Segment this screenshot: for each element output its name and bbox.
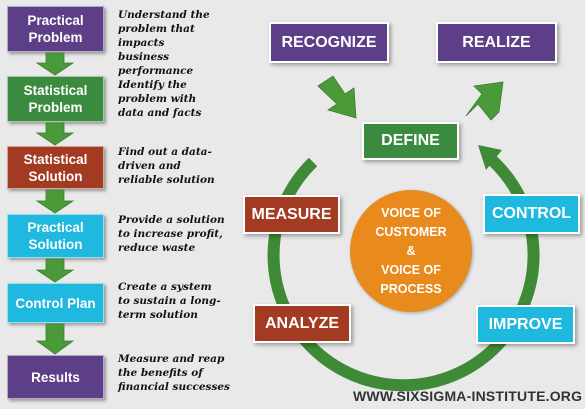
phase-recognize: RECOGNIZE [269,22,389,63]
cycle-ring [267,155,540,392]
step-statistical-problem: Statistical Problem [7,76,104,122]
desc-control-plan: Create a system to sustain a long- term … [118,281,221,321]
step-practical-problem: Practical Problem [7,6,104,52]
realize-arrow [465,81,504,121]
down-arrow-1 [35,52,75,76]
step-results: Results [7,355,104,399]
phase-control: CONTROL [483,194,580,234]
down-arrow-5 [35,323,75,355]
phase-define: DEFINE [362,122,459,160]
cycle-arrowhead [478,145,502,170]
desc-practical-problem: Understand the problem that impacts busi… [118,9,210,77]
step-control-plan: Control Plan [7,283,104,323]
desc-statistical-problem: Identify the problem with data and facts [118,79,202,119]
recognize-arrow [317,75,357,119]
phase-measure: MEASURE [243,195,340,234]
phase-improve: IMPROVE [476,305,575,344]
voice-of-customer-process-circle: VOICE OF CUSTOMER & VOICE OF PROCESS [350,190,472,312]
website-watermark: WWW.SIXSIGMA-INSTITUTE.ORG [353,388,583,404]
phase-analyze: ANALYZE [253,304,351,343]
down-arrow-3 [35,189,75,214]
step-practical-solution: Practical Solution [7,214,104,258]
desc-results: Measure and reap the benefits of financi… [118,353,230,393]
down-arrow-2 [35,122,75,146]
desc-statistical-solution: Find out a data- driven and reliable sol… [118,146,215,186]
phase-realize: REALIZE [436,22,557,63]
step-statistical-solution: Statistical Solution [7,146,104,189]
down-arrow-4 [35,258,75,283]
desc-practical-solution: Provide a solution to increase profit, r… [118,214,225,254]
